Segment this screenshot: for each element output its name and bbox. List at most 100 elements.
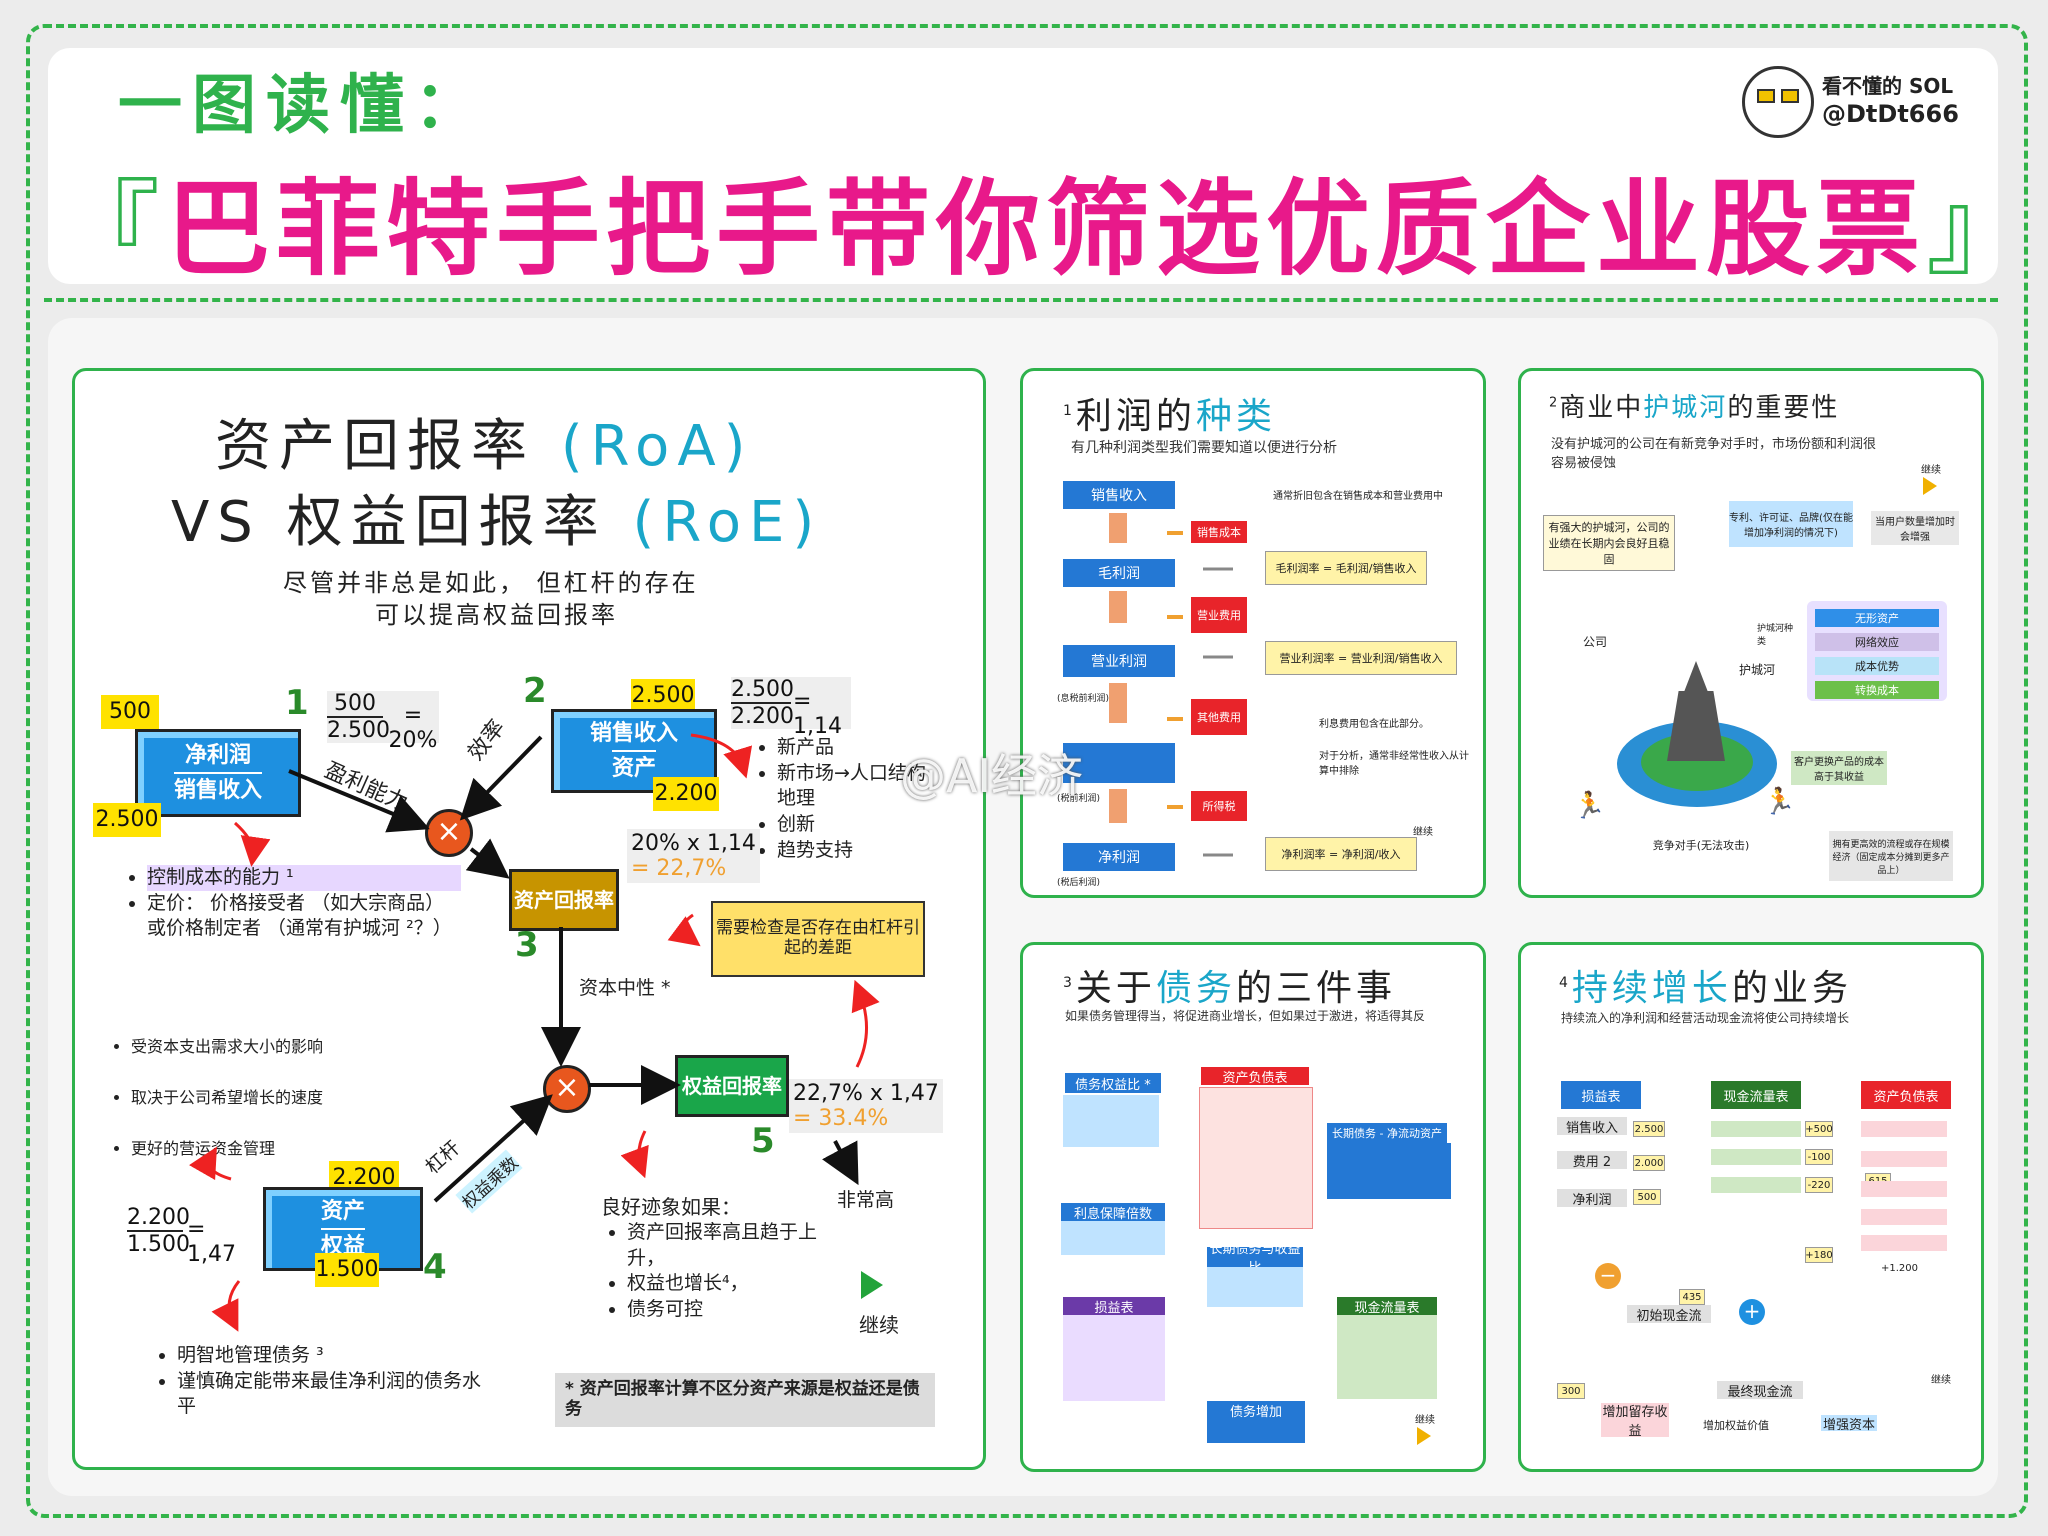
note-switching: 客户更换产品的成本高于其收益 <box>1791 751 1887 785</box>
card1-continue: 继续 <box>1413 827 1433 838</box>
val-retained-increase: +1.200 <box>1881 1263 1919 1274</box>
growth-retained-earnings: 增加留存收益 <box>1601 1403 1669 1439</box>
card2-title: 2商业中护城河的重要性 <box>1549 393 1840 423</box>
card1-desc: 有几种利润类型我们需要知道以便进行分析 <box>1071 440 1337 456</box>
roe-formula: 22,7% x 1,47 = 33.4% <box>789 1079 943 1133</box>
balance-sheet: 资产负债表 <box>1201 1067 1309 1086</box>
header-panel: 一图读懂： 『巴菲特手把手带你筛选优质企业股票』 看不懂的 SOL @DtDt6… <box>48 48 2030 290</box>
income-statement-detail <box>1063 1315 1165 1401</box>
tag-pretax: (税前利润) <box>1057 794 1101 804</box>
balance-sheet-detail <box>1199 1087 1313 1229</box>
card4-continue: 继续 <box>1931 1375 1951 1386</box>
bs-assets <box>1861 1121 1947 1137</box>
label-company: 公司 <box>1583 635 1608 649</box>
card1-arrows <box>1109 513 1233 857</box>
growth-equity-value: 增加权益价值 <box>1703 1419 1769 1432</box>
moat-type-switching: 转换成本 <box>1815 681 1939 699</box>
note-leverage-gap: 需要检查是否存在由杠杆引起的差距 <box>711 901 925 977</box>
continue-arrow-icon <box>861 1271 883 1299</box>
growth-income-statement: 损益表 <box>1561 1081 1641 1109</box>
label-very-high: 非常高 <box>837 1189 895 1211</box>
badge-2200-right: 2.200 <box>653 777 719 811</box>
note-cost-advantage: 拥有更高效的流程或存在规模经济（固定成本分摊到更多产品上） <box>1829 831 1953 881</box>
watermark: @AI经济 <box>900 749 1084 803</box>
step-4: 4 <box>423 1247 447 1287</box>
lt-debt-earnings-detail <box>1207 1267 1303 1307</box>
bullets-1: 控制成本的能力 ¹定价： 价格接受者 （如大宗商品） 或价格制定者 （通常有护城… <box>121 865 461 942</box>
growth-balance-sheet: 资产负债表 <box>1861 1081 1951 1109</box>
interest-coverage: 利息保障倍数 <box>1061 1203 1165 1222</box>
title-text: 巴菲特手把手带你筛选优质企业股票 <box>166 168 1927 290</box>
main-subtitle-1: 尽管并非总是如此， 但杠杆的存在 <box>283 569 699 597</box>
debt-increase-detail <box>1207 1419 1305 1443</box>
roa-formula: 20% x 1,14 = 22,7% <box>627 829 760 883</box>
card1-title: 1利润的种类 <box>1063 396 1276 437</box>
cash-flow-detail <box>1337 1315 1437 1399</box>
growth-capital: 增强资本 <box>1821 1415 1877 1433</box>
card-profit-types: 1利润的种类 有几种利润类型我们需要知道以便进行分析 销售收入 毛利润 营业利润… <box>1020 368 1486 898</box>
main-subtitle-2: 可以提高权益回报率 <box>375 601 618 629</box>
bs-cash <box>1861 1151 1947 1167</box>
castle-icon <box>1667 661 1725 761</box>
tag-after-tax: (税后利润) <box>1057 878 1101 888</box>
note-users: 当用户数量增加时会增强 <box>1871 511 1959 545</box>
val-op-cf: +500 <box>1805 1121 1833 1137</box>
growth-sales: 销售收入 <box>1557 1117 1627 1136</box>
cash-flow-statement: 现金流量表 <box>1337 1297 1437 1316</box>
lt-debt-detail <box>1327 1143 1451 1199</box>
badge-2500-top: 2.500 <box>631 679 695 713</box>
cf-operating <box>1711 1121 1801 1137</box>
author-handle: @DtDt666 <box>1822 100 1959 128</box>
row-pretax <box>1063 743 1175 783</box>
row-gross-profit: 毛利润 <box>1063 559 1175 587</box>
header-divider <box>44 298 1998 302</box>
card3-title: 3关于债务的三件事 <box>1063 968 1396 1009</box>
debt-increase: 债务增加 <box>1207 1401 1305 1420</box>
continue-label: 继续 <box>859 1313 899 1337</box>
interest-coverage-detail <box>1061 1221 1165 1255</box>
cf-financing <box>1711 1177 1801 1193</box>
main-title-line1: 资产回报率 (RoA) <box>215 414 754 479</box>
bullets-4: 明智地管理债务 ³谨慎确定能带来最佳净利润的债务水平 <box>151 1343 481 1420</box>
plus-icon: + <box>1739 1299 1765 1325</box>
main-card-arrows <box>189 733 880 1332</box>
footnote: * 资产回报率计算不区分资产来源是权益还是债务 <box>555 1373 935 1427</box>
growth-cash-flow: 现金流量表 <box>1711 1081 1801 1109</box>
note-interest: 利息费用包含在此部分。 <box>1319 719 1429 730</box>
card3-continue-arrow-icon <box>1417 1427 1431 1445</box>
cf-investing <box>1711 1149 1801 1165</box>
row-net-profit: 净利润 <box>1063 843 1175 871</box>
debt-equity-ratio: 债务权益比 * <box>1065 1073 1161 1093</box>
tag-ebit: (息税前利润) <box>1057 694 1110 704</box>
step-3: 3 <box>515 925 539 965</box>
lt-debt-net-current-assets: 长期债务 - 净流动资产 <box>1327 1123 1447 1143</box>
lt-debt-to-earnings: 长期债务与收益比 <box>1207 1242 1303 1276</box>
val-net-profit: 500 <box>1633 1189 1661 1205</box>
card4-title: 4持续增长的业务 <box>1559 968 1852 1009</box>
card-moat: 2商业中护城河的重要性 没有护城河的公司在有新竞争对手时，市场份额和利润很容易被… <box>1518 368 1984 898</box>
label-competitor: 竞争对手(无法攻击) <box>1652 839 1750 852</box>
avatar-eye-icon <box>1781 89 1799 103</box>
minus-icon: − <box>1595 1263 1621 1289</box>
box-net-profit-over-sales: 净利润销售收入 <box>135 729 301 817</box>
val-net-cf: +180 <box>1805 1247 1833 1263</box>
runner-left-icon: 🏃 <box>1573 791 1606 821</box>
header-title: 『巴菲特手把手带你筛选优质企业股票』 <box>56 144 2030 295</box>
badge-2200-bottom: 2.200 <box>329 1161 399 1195</box>
card3-continue: 继续 <box>1415 1415 1435 1426</box>
label-capital-neutral: 资本中性 * <box>579 977 671 999</box>
deduct-cogs: 销售成本 <box>1191 521 1247 543</box>
row-operating-profit: 营业利润 <box>1063 645 1175 677</box>
box-roe: 权益回报率 <box>675 1055 789 1117</box>
note-depreciation: 通常折旧包含在销售成本和营业费用中 <box>1273 491 1443 502</box>
bracket-close: 』 <box>1926 168 2037 290</box>
avatar <box>1742 66 1814 138</box>
bs-retained <box>1861 1235 1947 1251</box>
step-5: 5 <box>751 1121 775 1161</box>
note-strong-moat: 有强大的护城河，公司的业绩在长期内会良好且稳固 <box>1543 515 1675 571</box>
deduct-other: 其他费用 <box>1191 699 1247 735</box>
box-roa: 资产回报率 <box>509 869 619 931</box>
